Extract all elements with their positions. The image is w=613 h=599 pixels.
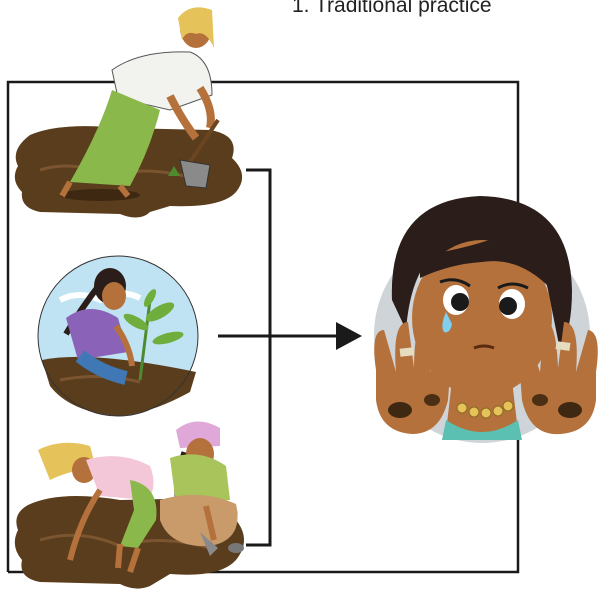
illustration-upset-girl-dirty-hands [374,196,598,443]
illustration-women-weeding [15,421,244,588]
illustration-farmer-digging [15,7,242,217]
arrow-head [336,322,362,350]
illustration-girl-planting [38,256,198,416]
merge-bracket [246,170,270,545]
